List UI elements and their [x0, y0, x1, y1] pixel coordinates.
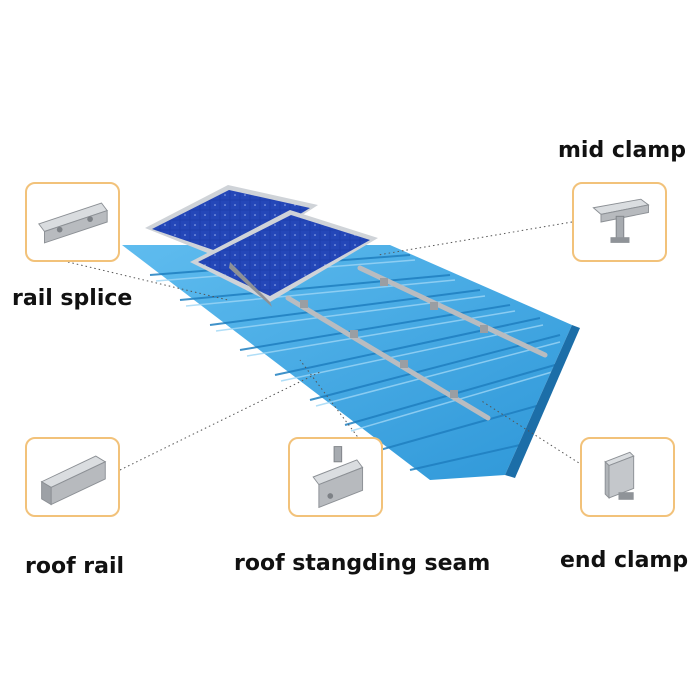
leader-lines	[67, 221, 591, 471]
standing-seam-clamp-icon	[312, 446, 364, 509]
rail-splice-label: rail splice	[12, 286, 133, 311]
mid-clamp-label: mid clamp	[558, 138, 686, 163]
rail-splice-callout	[25, 182, 120, 262]
roof-rail-icon	[40, 455, 107, 506]
mid-clamp-icon	[592, 198, 650, 243]
roof-rail-callout	[25, 437, 120, 517]
roof-standing-seam-callout	[288, 437, 383, 517]
rail-clamps	[300, 278, 488, 398]
roof-standing-seam-label: roof stangding seam	[234, 551, 491, 576]
rail-splice-icon	[37, 202, 108, 244]
solar-panel-left	[145, 185, 318, 262]
solar-panels	[145, 185, 378, 307]
corrugated-roof	[122, 245, 580, 480]
end-clamp-label: end clamp	[560, 548, 689, 573]
mid-clamp-callout	[572, 182, 667, 262]
end-clamp-callout	[580, 437, 675, 517]
roof-rail-label: roof rail	[25, 554, 125, 579]
end-clamp-icon	[604, 451, 635, 500]
